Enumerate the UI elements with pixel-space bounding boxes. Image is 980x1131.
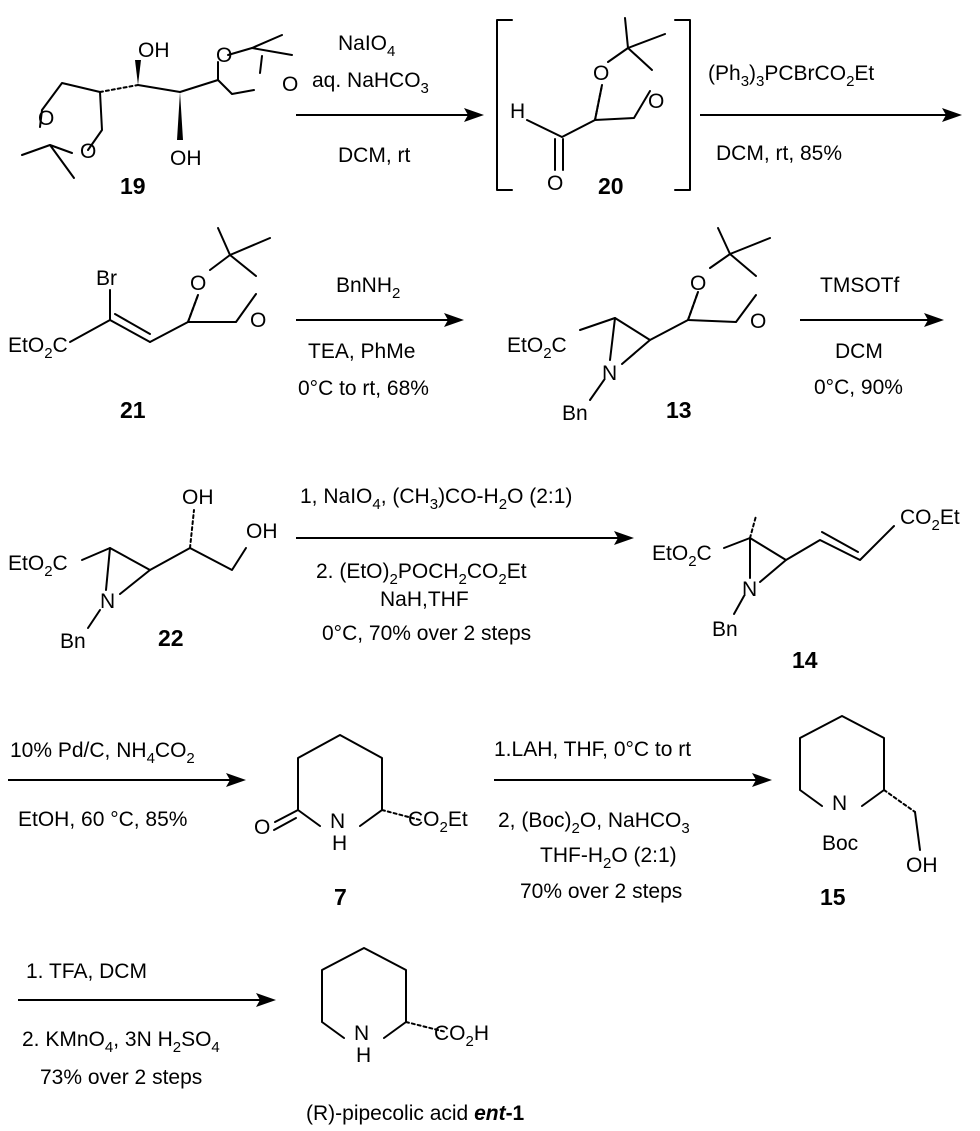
acid-label: CO2H xyxy=(434,1022,489,1050)
reagent-text: 1.LAH, THF, 0°C to rt xyxy=(494,738,691,761)
reagent-text: 2. KMnO4, 3N H2SO4 xyxy=(22,1028,220,1056)
nitrogen-label: N xyxy=(832,792,847,815)
reagent-text: 1. TFA, DCM xyxy=(26,960,147,983)
conditions-text: 73% over 2 steps xyxy=(40,1066,202,1089)
oxygen-label: O xyxy=(282,73,298,96)
conditions-text: DCM xyxy=(835,340,883,363)
compound-number: 19 xyxy=(120,173,146,199)
compound-22-structure xyxy=(81,509,247,629)
reaction-arrow xyxy=(800,313,944,327)
ester-label: EtO2C xyxy=(8,552,68,580)
hydrogen-label: H xyxy=(332,832,347,855)
conditions-text: DCM, rt xyxy=(338,144,410,167)
compound-number: 22 xyxy=(158,625,184,651)
reaction-arrow xyxy=(296,108,484,122)
reaction-arrow xyxy=(8,773,246,787)
oxygen-label: O xyxy=(648,90,664,113)
benzyl-label: Bn xyxy=(712,618,738,641)
conditions-text: NaH,THF xyxy=(380,588,469,611)
boc-label: Boc xyxy=(822,832,858,855)
compound-number: 20 xyxy=(598,173,624,199)
compound-14-structure xyxy=(723,515,895,615)
ester-label: CO2Et xyxy=(900,506,960,534)
oxygen-label: O xyxy=(38,107,54,130)
nitrogen-label: N xyxy=(602,362,617,385)
compound-number: 15 xyxy=(820,884,846,910)
conditions-text: THF-H2O (2:1) xyxy=(540,844,677,872)
oxygen-label: O xyxy=(547,172,563,195)
compound-name: (R)-pipecolic acid ent-1 xyxy=(306,1102,525,1125)
compound-19-structure xyxy=(21,34,293,179)
oxygen-label: O xyxy=(690,272,706,295)
reaction-arrow xyxy=(296,531,634,545)
oh-label: OH xyxy=(138,39,170,62)
reaction-arrow xyxy=(494,773,772,787)
compound-7-structure xyxy=(273,734,421,831)
compound-21-structure xyxy=(69,227,271,343)
oxygen-label: O xyxy=(190,272,206,295)
compound-number: 21 xyxy=(120,397,146,423)
reagent-text: 1, NaIO4, (CH3)CO-H2O (2:1) xyxy=(300,485,572,513)
oxygen-label: O xyxy=(254,816,270,839)
conditions-text: 0°C, 90% xyxy=(814,376,903,399)
ester-label: EtO2C xyxy=(8,334,68,362)
oh-label: OH xyxy=(182,486,214,509)
ester-label: EtO2C xyxy=(507,334,567,362)
compound-20-structure xyxy=(526,17,666,171)
oxygen-label: O xyxy=(250,309,266,332)
nitrogen-label: N xyxy=(100,590,115,613)
hydrogen-label: H xyxy=(510,100,525,123)
compound-number: 7 xyxy=(334,884,347,910)
reagent-text: 2. (EtO)2POCH2CO2Et xyxy=(316,560,527,588)
conditions-text: 70% over 2 steps xyxy=(520,880,682,903)
oxygen-label: O xyxy=(750,310,766,333)
reaction-arrow xyxy=(700,108,962,122)
oh-label: OH xyxy=(246,520,278,543)
nitrogen-label: N xyxy=(354,1022,369,1045)
reagent-text: TMSOTf xyxy=(820,274,899,297)
conditions-text: 0°C, 70% over 2 steps xyxy=(322,622,531,645)
oxygen-label: O xyxy=(80,140,96,163)
compound-number: 13 xyxy=(666,397,692,423)
compound-15-structure xyxy=(799,715,921,851)
ester-label: EtO2C xyxy=(652,542,712,570)
reagent-text: NaIO4 xyxy=(338,32,395,60)
benzyl-label: Bn xyxy=(60,630,86,653)
oxygen-label: O xyxy=(216,44,232,67)
reaction-arrow xyxy=(18,993,276,1007)
reagent-text: 2, (Boc)2O, NaHCO3 xyxy=(498,809,690,837)
reaction-arrow xyxy=(296,313,464,327)
conditions-text: TEA, PhMe xyxy=(308,340,415,363)
conditions-text: 0°C to rt, 68% xyxy=(298,377,429,400)
reagent-text: (Ph3)3PCBrCO2Et xyxy=(708,62,874,90)
nitrogen-label: N xyxy=(330,810,345,833)
oh-label: OH xyxy=(170,147,202,170)
bromine-label: Br xyxy=(96,267,117,290)
conditions-text: EtOH, 60 °C, 85% xyxy=(18,808,187,831)
bracket-right xyxy=(674,19,691,191)
ester-label: CO2Et xyxy=(408,808,468,836)
compound-number: 14 xyxy=(792,647,818,673)
reagent-text: BnNH2 xyxy=(336,274,400,302)
bracket-left xyxy=(496,19,513,191)
hydrogen-label: H xyxy=(356,1044,371,1067)
compound-13-structure xyxy=(579,227,771,401)
compound-ent-1-structure xyxy=(321,947,447,1039)
reagent-text: 10% Pd/C, NH4CO2 xyxy=(10,739,195,767)
benzyl-label: Bn xyxy=(562,402,588,425)
reagent-text: aq. NaHCO3 xyxy=(312,69,429,97)
oh-label: OH xyxy=(906,854,938,877)
conditions-text: DCM, rt, 85% xyxy=(716,142,842,165)
nitrogen-label: N xyxy=(742,578,757,601)
oxygen-label: O xyxy=(593,62,609,85)
